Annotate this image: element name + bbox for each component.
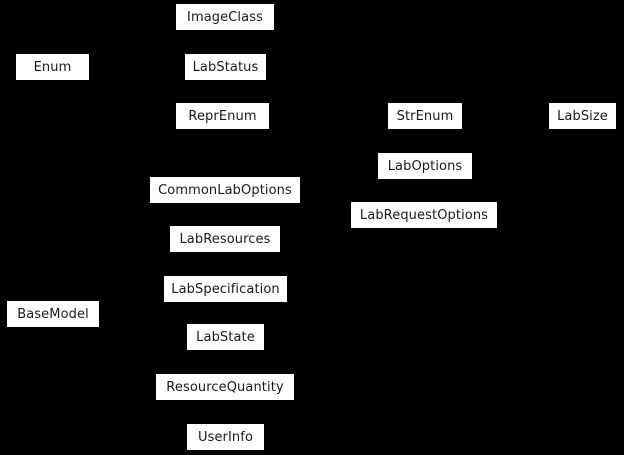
class-node-user-info[interactable]: UserInfo [186, 423, 265, 451]
class-node-label: LabStatus [192, 59, 259, 75]
class-node-label: LabOptions [387, 158, 463, 174]
class-node-repr-enum[interactable]: ReprEnum [175, 102, 270, 130]
class-node-label: LabState [196, 329, 255, 345]
class-node-label: ImageClass [187, 9, 263, 25]
class-node-label: CommonLabOptions [158, 182, 292, 198]
class-node-resource-quantity[interactable]: ResourceQuantity [155, 373, 295, 401]
class-node-lab-resources[interactable]: LabResources [169, 225, 281, 253]
edge-base-model-to-resource-quantity [99, 313, 156, 388]
edge-base-model-to-lab-specification [99, 288, 164, 315]
edge-common-lab-options-to-lab-options [300, 165, 378, 191]
class-node-lab-request-options[interactable]: LabRequestOptions [350, 201, 498, 229]
edge-common-lab-options-to-lab-request-options [300, 189, 351, 216]
edge-base-model-to-lab-resources [99, 238, 170, 315]
class-node-label: ReprEnum [188, 108, 257, 124]
class-node-common-lab-options[interactable]: CommonLabOptions [149, 176, 301, 204]
class-node-enum[interactable]: Enum [15, 53, 90, 81]
class-node-lab-specification[interactable]: LabSpecification [163, 275, 288, 303]
class-node-label: LabRequestOptions [359, 207, 489, 223]
class-node-label: LabResources [179, 231, 271, 247]
class-node-lab-status[interactable]: LabStatus [184, 53, 267, 81]
edge-enum-to-image-class [89, 16, 176, 68]
class-node-label: LabSize [557, 108, 608, 124]
class-node-lab-state[interactable]: LabState [186, 323, 265, 351]
class-node-label: UserInfo [197, 429, 254, 445]
class-node-base-model[interactable]: BaseModel [6, 300, 100, 328]
class-node-label: LabSpecification [171, 281, 280, 297]
class-node-image-class[interactable]: ImageClass [175, 3, 275, 31]
class-node-label: ResourceQuantity [166, 379, 284, 395]
class-node-label: BaseModel [17, 306, 89, 322]
edge-base-model-to-lab-state [99, 313, 187, 338]
edge-base-model-to-common-lab-options [99, 189, 150, 315]
class-node-str-enum[interactable]: StrEnum [387, 102, 463, 130]
edge-enum-to-repr-enum [89, 66, 176, 117]
class-node-label: Enum [33, 59, 72, 75]
class-node-lab-size[interactable]: LabSize [548, 102, 617, 130]
class-node-lab-options[interactable]: LabOptions [377, 152, 473, 180]
class-node-label: StrEnum [396, 108, 454, 124]
